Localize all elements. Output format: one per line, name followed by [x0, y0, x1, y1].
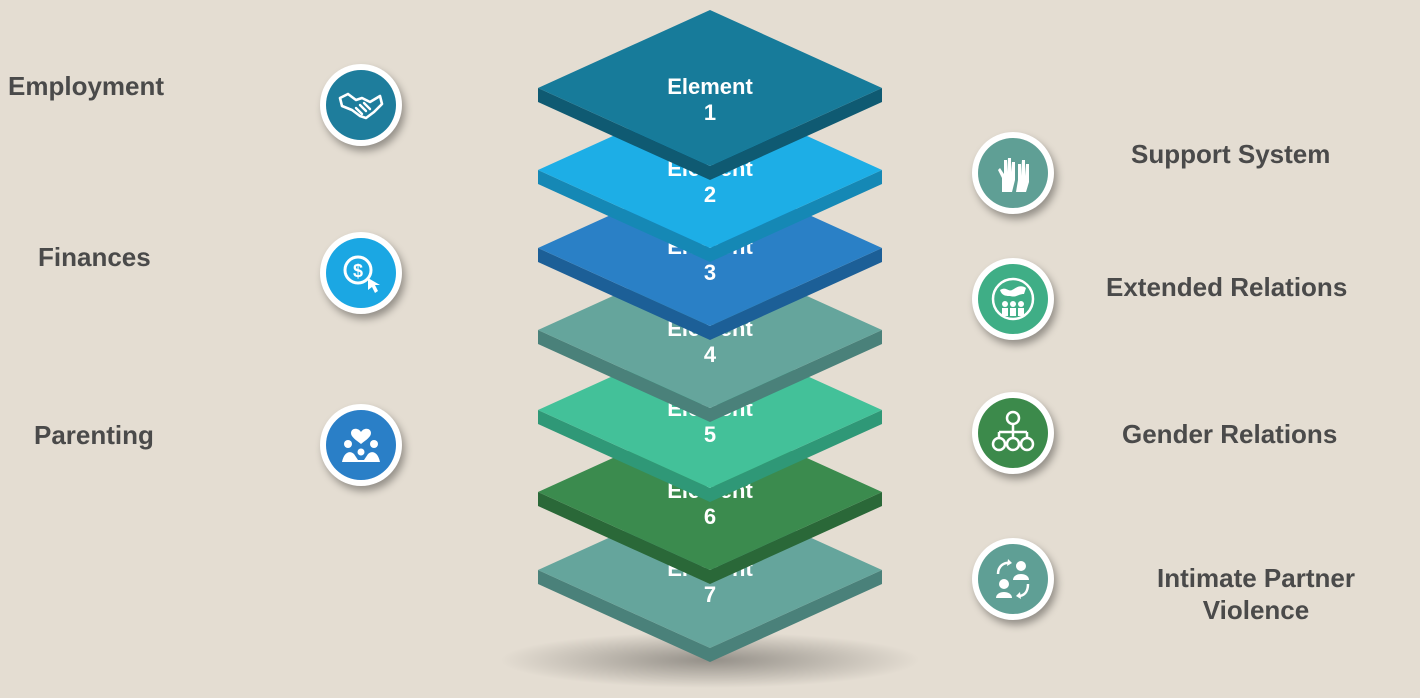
layer-number: 3 — [704, 260, 716, 285]
family-heart-icon — [320, 404, 402, 486]
layer-number: 7 — [704, 582, 716, 607]
svg-text:$: $ — [353, 261, 363, 281]
layer-top — [538, 10, 882, 166]
handshake-icon — [320, 64, 402, 146]
label-employment: Employment — [8, 71, 165, 101]
label-intimate-partner-violence-line1: Intimate Partner — [1157, 563, 1355, 593]
globe-people-icon — [972, 258, 1054, 340]
layer-number: 2 — [704, 182, 716, 207]
exchange-people-icon — [972, 538, 1054, 620]
dollar-coin-icon: $ — [320, 232, 402, 314]
org-chart-icon — [972, 392, 1054, 474]
label-gender-relations: Gender Relations — [1122, 419, 1338, 449]
layer-number: 6 — [704, 504, 716, 529]
label-intimate-partner-violence-line2: Violence — [1202, 595, 1310, 625]
layer-number: 5 — [704, 422, 716, 447]
label-finances: Finances — [38, 242, 151, 272]
label-support-system: Support System — [1131, 139, 1331, 169]
raised-hands-icon — [972, 132, 1054, 214]
label-extended-relations: Extended Relations — [1106, 272, 1348, 302]
layer-title: Element — [667, 74, 753, 99]
label-intimate-partner-violence: Intimate Partner Violence — [1130, 562, 1382, 626]
layer-number: 4 — [704, 342, 717, 367]
label-parenting: Parenting — [34, 420, 154, 450]
layer-number: 1 — [704, 100, 716, 125]
